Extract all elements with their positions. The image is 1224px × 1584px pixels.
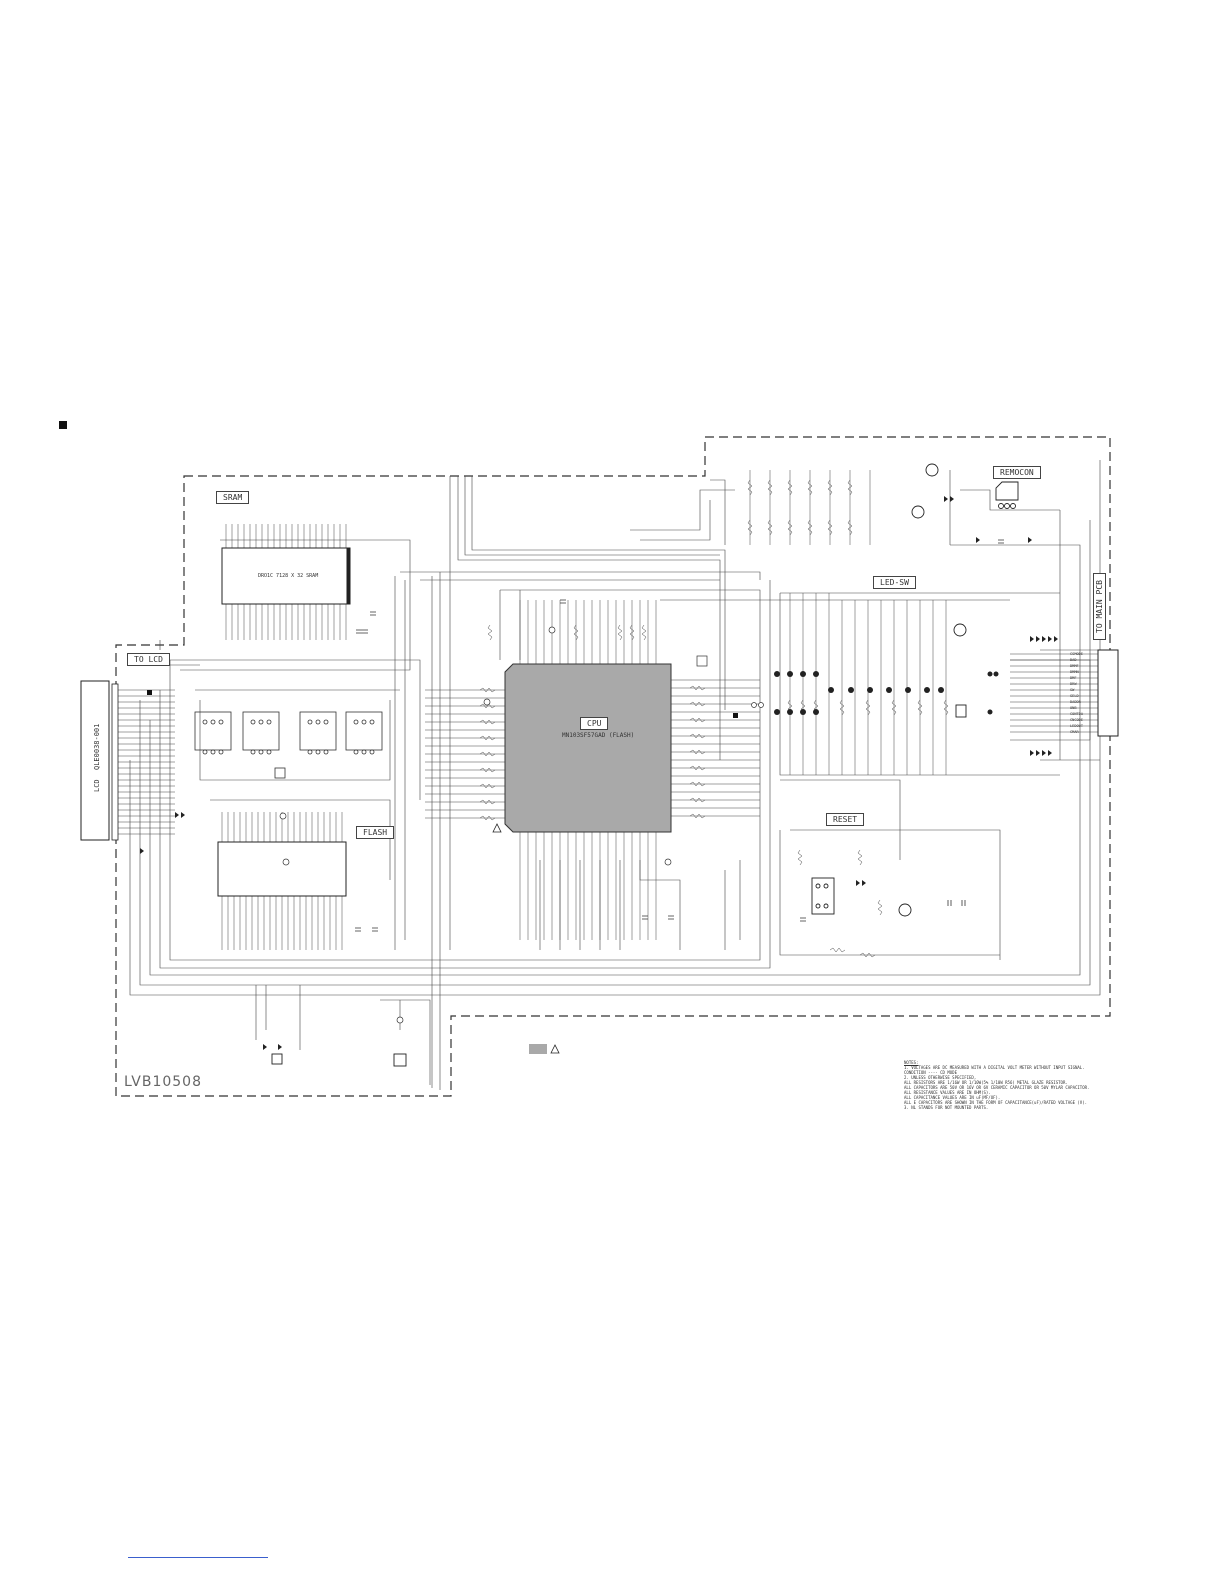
warning-legend (492, 823, 560, 1054)
led-sw-label: LED-SW (873, 576, 916, 589)
lcd-label: LCD (93, 779, 101, 792)
led-sw-verticals (789, 593, 947, 775)
note-line: ALL CAPACITANCE VALUES ARE IN uF(MF/UF). (904, 1095, 1001, 1100)
drawing-number: LVB10508 (124, 1074, 202, 1090)
led-array (774, 671, 999, 715)
note-line: 3. NL STANDS FOR NOT MOUNTED PARTS. (904, 1105, 989, 1110)
pin-name: CMAR (1070, 730, 1079, 734)
note-line: 1. VOLTAGES ARE DC MEASURED WITH A DIGIT… (904, 1065, 1085, 1070)
sram-ic (221, 547, 351, 605)
capacitors (355, 539, 1004, 932)
remocon-label: REMOCON (993, 466, 1041, 479)
main-connector-pin-list: CSMODE DAD DMMF DMMN DMF DRW SW SELD DAD… (1070, 651, 1083, 735)
flash-top-pins (221, 812, 343, 842)
flash-ic (217, 841, 347, 897)
sram-label: SRAM (216, 491, 250, 504)
pin-name: DADDR (1070, 700, 1081, 704)
board-outline (115, 436, 1111, 1097)
cpu-left-pins (425, 689, 505, 819)
cpu-top-pins (519, 600, 657, 664)
pin-name: DMMF (1070, 664, 1079, 668)
footer-link-underline (128, 1557, 268, 1558)
lcd-pins (118, 689, 175, 835)
sram-ic-label: DRO1C 7128 X 32 SRAM (258, 573, 319, 579)
pin-name: CSMODE (1070, 652, 1083, 656)
section-bullet (59, 421, 67, 429)
note-line: ALL RESISTORS ARE 1/16W OR 1/10W(5% 1/10… (904, 1080, 1068, 1085)
flash-label: FLASH (356, 826, 395, 839)
pin-name: SW (1070, 688, 1075, 692)
to-lcd-label: TO LCD (127, 653, 170, 666)
note-line: 2. UNLESS OTHERWISE SPECIFIED, (904, 1075, 977, 1080)
main-pcb-connector (1097, 649, 1119, 737)
lcd-part-label: QLE0038-001 (93, 723, 101, 770)
notes-block: NOTES: 1. VOLTAGES ARE DC MEASURED WITH … (904, 1060, 1104, 1110)
sram-top-pins (225, 524, 347, 548)
flash-bottom-pins (221, 896, 343, 950)
note-line: ALL CAPACITORS ARE 50V OR 16V OR 6V CERA… (904, 1085, 1090, 1090)
pin-name: DMF (1070, 676, 1077, 680)
reset-ic (811, 877, 835, 915)
notes-heading: NOTES: (904, 1060, 919, 1065)
lcd-connector (80, 680, 119, 841)
remocon-verticals (749, 470, 871, 545)
note-line: ALL E CAPACITORS ARE SHOWN IN THE FORM O… (904, 1100, 1088, 1105)
pin-name: DRW (1070, 682, 1077, 686)
markers (147, 690, 738, 718)
bus-lines (118, 470, 1098, 950)
transistors (271, 463, 967, 1067)
pin-name: CNCODE (1070, 718, 1083, 722)
pin-name: ONB (1070, 706, 1077, 710)
note-line: CONDITION ---- CD MODE (904, 1070, 957, 1075)
cpu-right-pins (671, 679, 760, 817)
pin-name: LEDOUT (1070, 724, 1083, 728)
wiring (129, 460, 1101, 1090)
reset-label: RESET (826, 813, 865, 826)
cpu-ic (504, 663, 672, 833)
to-main-pcb-label: TO MAIN PCB (1093, 573, 1106, 640)
cpu-bottom-pins (519, 832, 657, 940)
lcd-driver-blocks (194, 711, 383, 779)
pin-name: SELD (1070, 694, 1079, 698)
pin-name: DMMN (1070, 670, 1079, 674)
note-line: ALL RESISTANCE VALUES ARE IN OHM(S). (904, 1090, 991, 1095)
main-connector-pins (1010, 653, 1098, 733)
remocon-sensor (995, 481, 1019, 509)
pin-name: CONTDA (1070, 712, 1083, 716)
cpu-ic-label: MN103SF57GAD (FLASH) (562, 732, 635, 739)
cpu-label: CPU (580, 717, 609, 730)
test-points (279, 626, 764, 1024)
sram-bottom-pins (225, 604, 347, 640)
resistors (479, 479, 949, 958)
diode-clusters (140, 496, 1058, 1050)
pin-name: DAD (1070, 658, 1077, 662)
